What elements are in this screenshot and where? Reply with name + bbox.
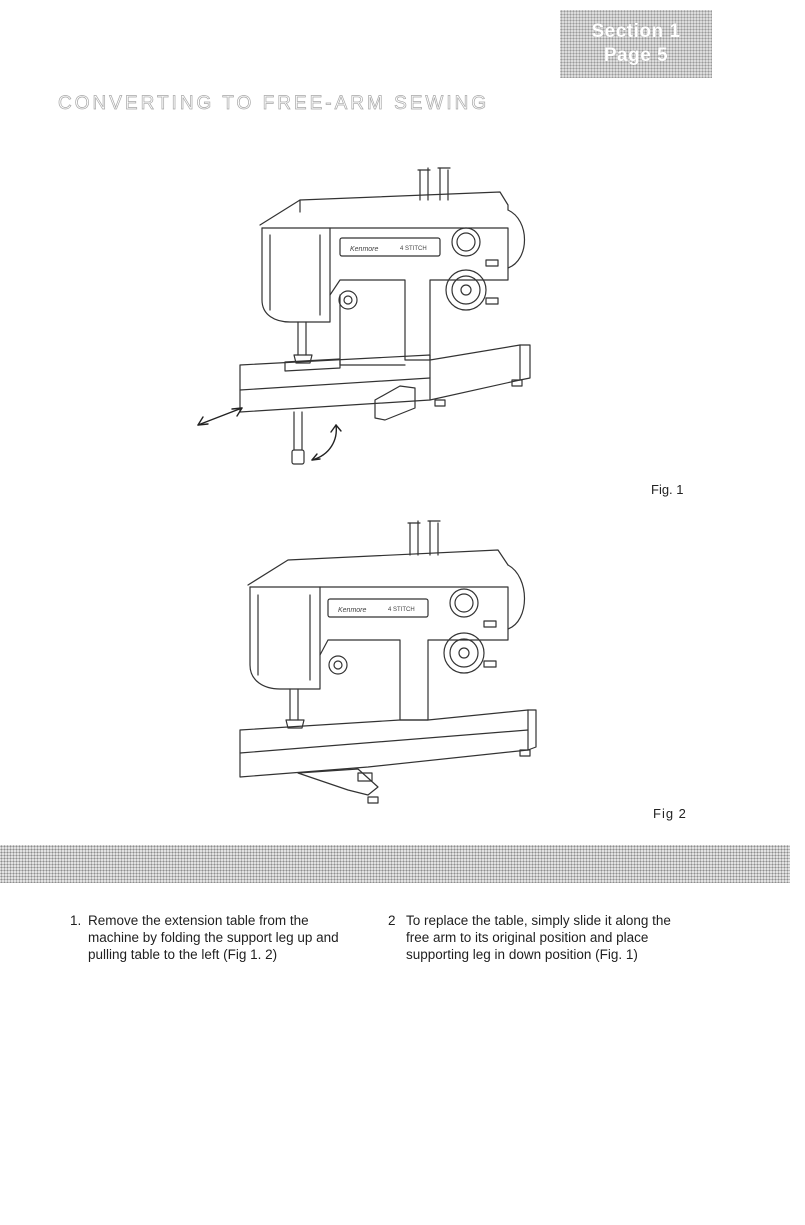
step-number: 2: [388, 913, 396, 928]
plate-stitch-text: 4 STITCH: [400, 246, 427, 252]
figure-1-sewing-machine-with-table: Kenmore 4 STITCH: [197, 167, 531, 465]
plate-stitch-text: 4 STITCH: [388, 607, 415, 613]
sewing-machine-drawing: Kenmore 4 STITCH: [239, 520, 537, 804]
page-number: Page 5: [603, 45, 669, 66]
instruction-step-1: 1. Remove the extension table from the m…: [70, 912, 352, 963]
pull-left-arrow-icon: [197, 407, 243, 426]
brand-plate-text: Kenmore: [338, 607, 367, 614]
instruction-step-2: 2 To replace the table, simply slide it …: [388, 912, 688, 963]
step-text: Remove the extension table from the mach…: [88, 913, 339, 962]
figure-1-label: Fig. 1: [651, 482, 684, 497]
sewing-machine-drawing: Kenmore 4 STITCH: [239, 167, 531, 465]
step-text: To replace the table, simply slide it al…: [406, 913, 671, 962]
fold-leg-arrow-icon: [311, 424, 342, 461]
figure-2-label: Fig 2: [653, 806, 687, 821]
section-label: Section 1: [591, 21, 681, 42]
brand-plate-text: Kenmore: [350, 246, 379, 253]
divider-band: [0, 845, 790, 883]
page-title: CONVERTING TO FREE-ARM SEWING: [58, 93, 490, 115]
step-number: 1.: [70, 913, 82, 928]
figure-2-free-arm-sewing-machine: Kenmore 4 STITCH: [239, 520, 537, 804]
section-badge: Section 1 Page 5: [560, 10, 712, 78]
